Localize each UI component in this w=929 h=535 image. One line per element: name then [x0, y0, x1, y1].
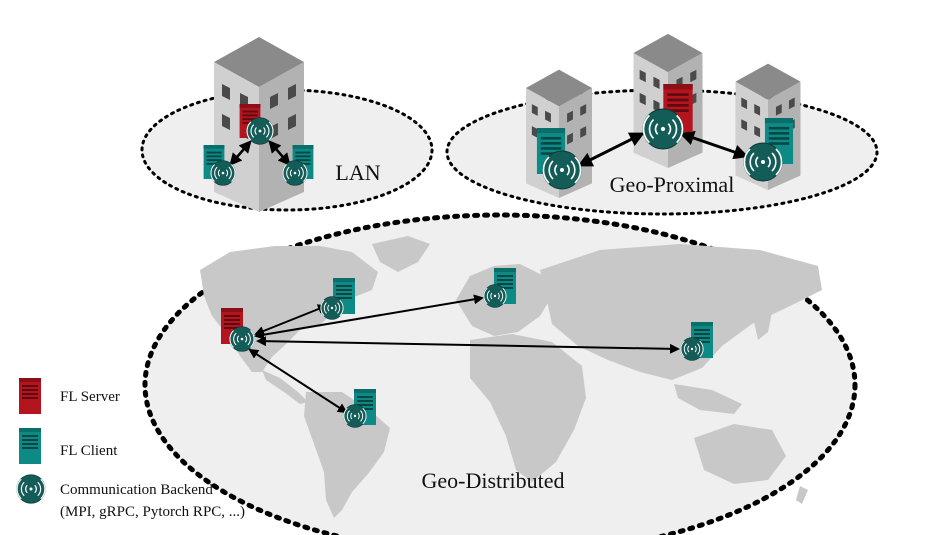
wireless-signal-icon [343, 404, 367, 428]
geo-distributed-label: Geo-Distributed [422, 468, 565, 493]
proximal-link-right [679, 130, 749, 160]
legend-backend-label: Communication Backend [60, 482, 213, 498]
link-server-south-america [248, 348, 348, 414]
link-server-europe [254, 294, 484, 340]
geo-proximal-label: Geo-Proximal [610, 172, 735, 197]
new-zealand-shape [796, 486, 808, 504]
legend-client-label: FL Client [60, 443, 118, 459]
geo-proximal-region: Geo-Proximal [445, 33, 879, 216]
greenland-shape [372, 236, 430, 272]
wireless-signal-icon [320, 296, 344, 320]
wireless-signal-icon [642, 108, 684, 150]
africa-shape [470, 334, 586, 482]
legend: FL Server FL Client Communication Backen… [16, 378, 245, 520]
lan-link-left [229, 140, 252, 166]
southeast-asia-shape [674, 384, 742, 414]
legend-server-icon [19, 378, 41, 414]
geo-distributed-links [248, 294, 680, 414]
legend-client-icon [19, 428, 41, 464]
geo-distributed-region: Geo-Distributed [142, 212, 858, 535]
wireless-signal-icon [282, 160, 308, 186]
wireless-signal-icon [210, 160, 236, 186]
wireless-signal-icon [542, 150, 582, 190]
wireless-signal-icon [246, 117, 274, 145]
wireless-signal-icon [483, 284, 507, 308]
legend-backend-icon [16, 474, 46, 504]
proximal-link-left [577, 132, 645, 167]
link-server-asia [256, 336, 680, 354]
australia-shape [694, 424, 786, 484]
wireless-signal-icon [743, 142, 783, 182]
lan-link-right [268, 140, 291, 166]
lan-label: LAN [335, 160, 380, 185]
legend-server-label: FL Server [60, 389, 120, 405]
japan-shape [754, 306, 772, 340]
wireless-signal-icon [680, 337, 704, 361]
wireless-signal-icon [229, 326, 255, 352]
lan-region: LAN [140, 37, 434, 212]
legend-backend-examples: (MPI, gRPC, Pytorch RPC, ...) [60, 504, 245, 520]
